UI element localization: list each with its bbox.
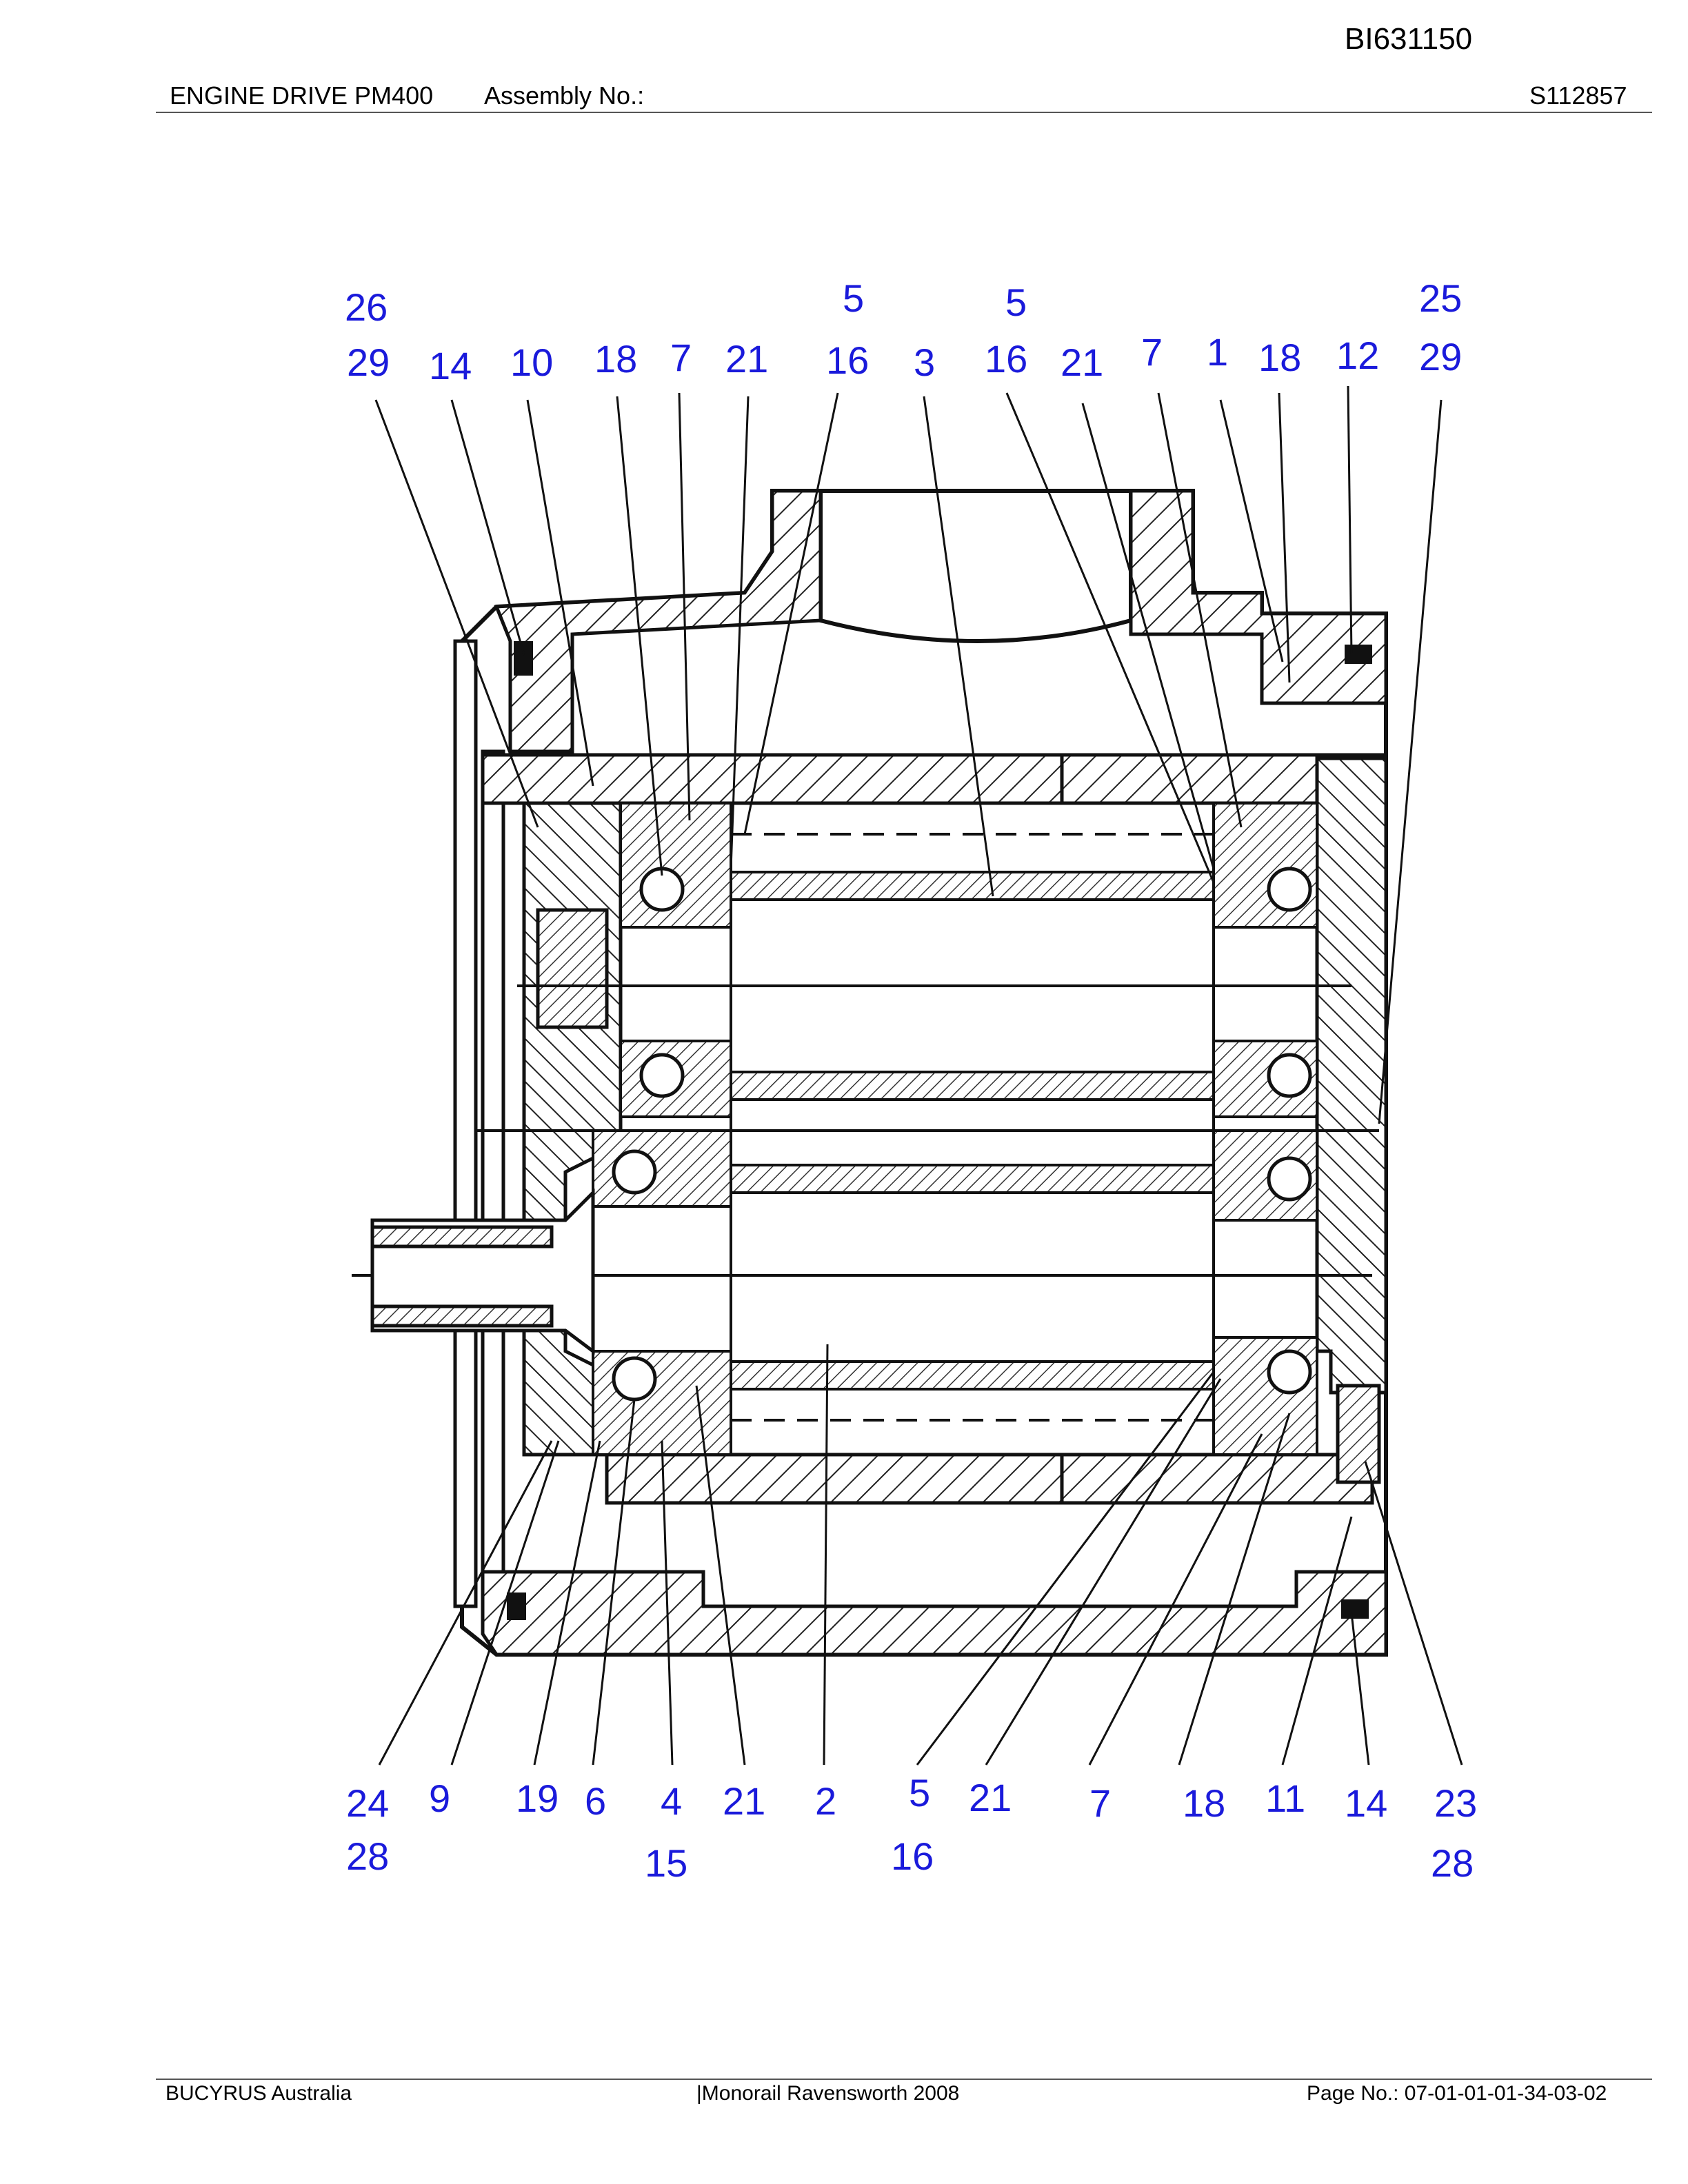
callout-14-top: 14 xyxy=(429,344,472,387)
callout-28-right: 28 xyxy=(1431,1841,1474,1885)
callout-5-top-a: 5 xyxy=(843,276,864,320)
header-title: ENGINE DRIVE PM400 xyxy=(170,81,434,110)
callout-29-left: 29 xyxy=(347,341,390,384)
callout-16-bottom: 16 xyxy=(891,1834,934,1878)
assembly-code: S112857 xyxy=(1529,81,1627,110)
callout-21-bottom-right: 21 xyxy=(969,1776,1012,1819)
callout-25: 25 xyxy=(1419,276,1462,320)
callout-29-right: 29 xyxy=(1419,335,1462,378)
callout-16-top-right: 16 xyxy=(985,337,1027,381)
callout-18-top-left: 18 xyxy=(594,337,637,381)
callout-7-bottom: 7 xyxy=(1089,1781,1111,1825)
callout-18-bottom: 18 xyxy=(1183,1781,1225,1825)
footer-rule xyxy=(156,2079,1652,2080)
callout-9: 9 xyxy=(429,1777,450,1820)
callout-26: 26 xyxy=(345,285,388,329)
input-shaft xyxy=(370,1188,595,1355)
callout-3: 3 xyxy=(914,341,935,384)
callout-12: 12 xyxy=(1336,334,1379,377)
bearing-balls xyxy=(612,867,1312,1402)
seals xyxy=(507,641,1372,1620)
callout-21-bottom-left: 21 xyxy=(723,1779,765,1823)
leader-lines xyxy=(374,385,1463,1766)
callout-numbers: 26 5 5 25 29 14 10 18 7 21 16 3 16 21 7 … xyxy=(345,276,1477,1885)
footer-company: BUCYRUS Australia xyxy=(165,2082,352,2105)
header-rule xyxy=(156,112,1652,113)
callout-10: 10 xyxy=(510,341,553,384)
callout-14-bottom: 14 xyxy=(1345,1781,1387,1825)
center-sleeve xyxy=(481,753,1388,1505)
callout-2: 2 xyxy=(815,1779,836,1823)
callout-18-top-right: 18 xyxy=(1258,336,1301,379)
callout-6: 6 xyxy=(585,1779,606,1823)
footer-page-number: Page No.: 07-01-01-01-34-03-02 xyxy=(1307,2082,1607,2105)
callout-28-left: 28 xyxy=(346,1834,389,1878)
housing-walls xyxy=(453,489,1388,1657)
gear-rotors xyxy=(730,871,1215,1391)
assembly-label: Assembly No.: xyxy=(484,81,645,110)
document-id: BI631150 xyxy=(1345,22,1473,56)
callout-4: 4 xyxy=(661,1779,682,1823)
callout-5-bottom: 5 xyxy=(909,1771,930,1814)
callout-7-top-right: 7 xyxy=(1141,330,1163,374)
callout-1: 1 xyxy=(1207,330,1228,374)
callout-7-top-left: 7 xyxy=(670,336,692,379)
callout-16-top-left: 16 xyxy=(826,338,869,382)
callout-11: 11 xyxy=(1265,1777,1305,1820)
callout-15: 15 xyxy=(645,1841,687,1885)
callout-24: 24 xyxy=(346,1781,389,1825)
callout-21-top-left: 21 xyxy=(725,337,768,381)
callout-5-top-b: 5 xyxy=(1005,281,1027,324)
callout-21-top-right: 21 xyxy=(1061,341,1103,384)
callout-19: 19 xyxy=(516,1777,559,1820)
right-end-cover xyxy=(1315,756,1388,1484)
callout-23: 23 xyxy=(1434,1781,1477,1825)
footer-project: |Monorail Ravensworth 2008 xyxy=(696,2082,960,2105)
